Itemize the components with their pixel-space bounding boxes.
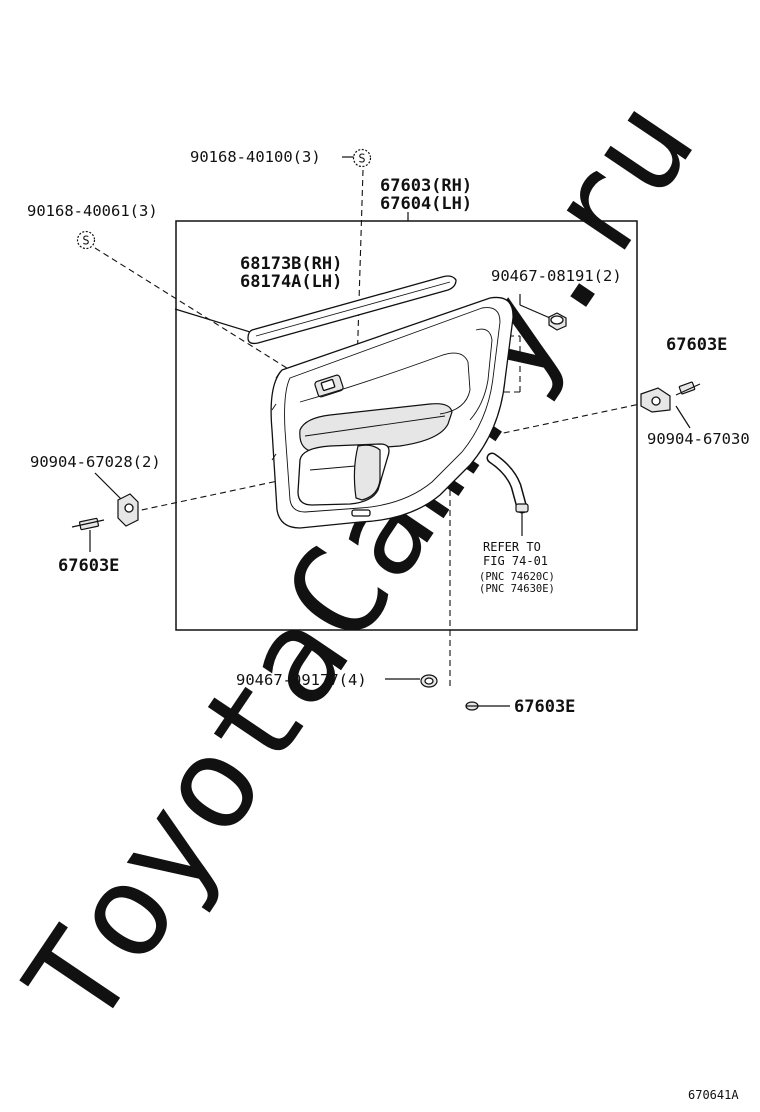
s-marker-label-top: S <box>358 152 365 166</box>
figure-code: 670641A <box>688 1088 739 1102</box>
s-marker-label-left: S <box>82 234 89 248</box>
reference-line-1: REFER TO <box>483 540 541 554</box>
part-label-clip-s-top: 90168-40100(3) <box>190 148 321 166</box>
leader-lines <box>89 156 691 707</box>
s-marker-icon: S <box>76 230 96 250</box>
s-marker-icon: S <box>352 148 372 168</box>
part-label-weatherstrip-rh: 68173B(RH) <box>240 254 342 274</box>
part-label-clip-e-left: 67603E <box>58 556 119 576</box>
reference-line-4: (PNC 74630E) <box>479 583 555 595</box>
part-label-screw-bottom: 90467-09177(4) <box>236 671 367 689</box>
screw-icon <box>420 674 438 688</box>
part-label-panel-rh: 67603(RH) <box>380 176 472 196</box>
part-label-bracket-left: 90904-67028(2) <box>30 453 161 471</box>
reference-line-2: FIG 74-01 <box>483 554 548 568</box>
part-label-clip-s-left: 90168-40061(3) <box>27 202 158 220</box>
part-label-bracket-right: 90904-67030 <box>647 430 750 448</box>
door-trim-panel <box>270 296 514 529</box>
push-clip-icon <box>675 381 701 396</box>
screw-icon <box>548 312 567 331</box>
bracket-icon <box>117 493 139 527</box>
push-clip-icon <box>71 517 105 531</box>
part-label-clip-e-right: 67603E <box>666 335 727 355</box>
cable-tube <box>486 452 529 514</box>
assembly-frame <box>175 220 638 631</box>
reference-line-3: (PNC 74620C) <box>479 571 555 583</box>
part-label-screw-right-top: 90467-08191(2) <box>491 267 622 285</box>
part-label-panel-lh: 67604(LH) <box>380 194 472 214</box>
bracket-icon <box>640 387 671 413</box>
weatherstrip <box>247 275 457 345</box>
part-label-clip-e-bottom: 67603E <box>514 697 575 717</box>
part-label-weatherstrip-lh: 68174A(LH) <box>240 272 342 292</box>
push-clip-icon <box>465 701 479 711</box>
